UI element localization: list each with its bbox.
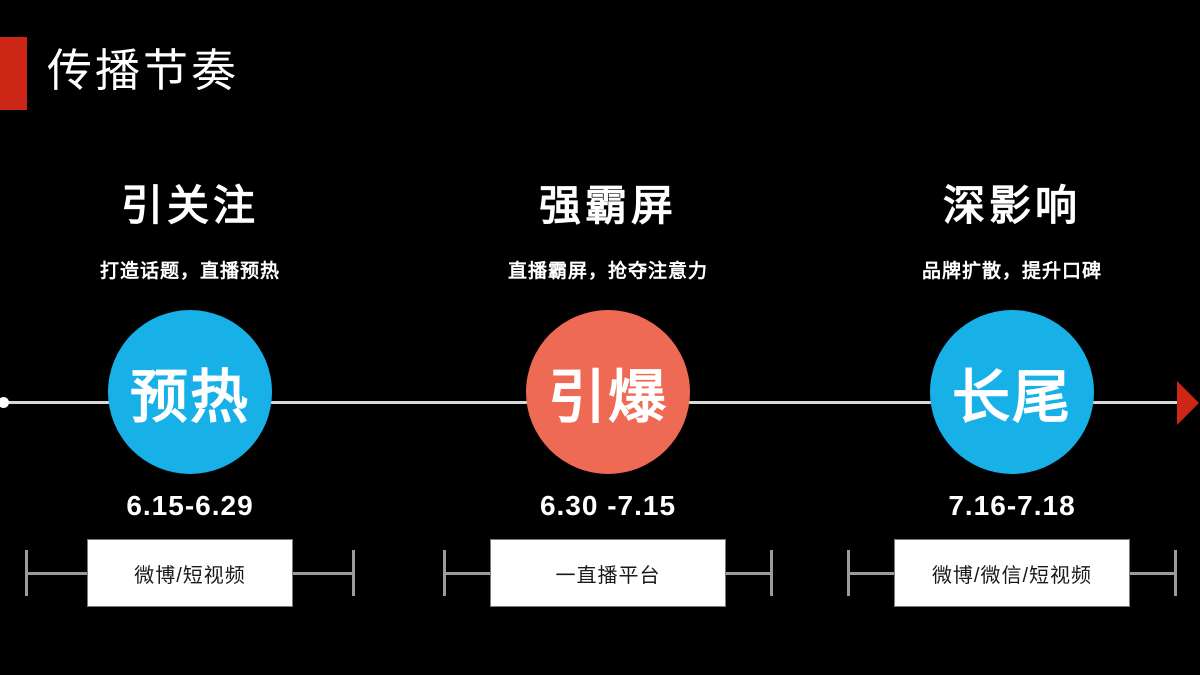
phase-column-3: 深影响 品牌扩散，提升口碑 长尾 7.16-7.18 微博/微信/短视频	[847, 182, 1177, 608]
timeline-arrow-icon	[1177, 381, 1199, 425]
phase-circle: 预热	[108, 310, 272, 475]
phase-circle-label: 引爆	[547, 365, 668, 431]
channels-bracket: 微博/短视频	[25, 539, 355, 608]
phase-column-2: 强霸屏 直播霸屏，抢夺注意力 引爆 6.30 -7.15 一直播平台	[443, 182, 773, 608]
phase-heading: 强霸屏	[538, 182, 677, 229]
bracket-line-right	[293, 571, 352, 575]
bracket-tick-right	[770, 550, 773, 597]
phase-subtitle: 直播霸屏，抢夺注意力	[507, 261, 708, 283]
bracket-tick-left	[847, 550, 850, 597]
channels-label: 一直播平台	[555, 564, 661, 587]
bracket-line-left	[28, 571, 87, 575]
channels-label: 微博/微信/短视频	[931, 564, 1093, 587]
phase-heading: 深影响	[942, 182, 1081, 229]
channels-box: 微博/短视频	[87, 539, 293, 608]
phase-subtitle: 打造话题，直播预热	[99, 261, 280, 283]
phase-circle: 长尾	[930, 310, 1094, 475]
bracket-line-left	[446, 571, 490, 575]
phase-heading: 引关注	[120, 182, 259, 229]
bracket-tick-right	[352, 550, 355, 597]
phase-subtitle: 品牌扩散，提升口碑	[921, 261, 1102, 283]
title-accent-bar	[0, 37, 27, 110]
channels-bracket: 一直播平台	[443, 539, 773, 608]
phase-column-1: 引关注 打造话题，直播预热 预热 6.15-6.29 微博/短视频	[25, 182, 355, 608]
phase-circle-label: 预热	[129, 365, 250, 431]
phase-circle: 引爆	[526, 310, 690, 475]
phase-date-range: 7.16-7.18	[948, 490, 1076, 522]
channels-box: 一直播平台	[490, 539, 726, 608]
phase-date-range: 6.30 -7.15	[539, 490, 677, 522]
phase-circle-label: 长尾	[951, 365, 1072, 431]
timeline-start-dot	[0, 397, 9, 408]
channels-label: 微博/短视频	[134, 564, 246, 587]
page-title: 传播节奏	[47, 45, 240, 96]
phase-date-range: 6.15-6.29	[126, 490, 254, 522]
bracket-line-right	[1130, 571, 1174, 575]
bracket-tick-right	[1174, 550, 1177, 597]
channels-bracket: 微博/微信/短视频	[847, 539, 1177, 608]
bracket-line-left	[850, 571, 894, 575]
channels-box: 微博/微信/短视频	[894, 539, 1130, 608]
bracket-tick-left	[25, 550, 28, 597]
bracket-tick-left	[443, 550, 446, 597]
bracket-line-right	[726, 571, 770, 575]
